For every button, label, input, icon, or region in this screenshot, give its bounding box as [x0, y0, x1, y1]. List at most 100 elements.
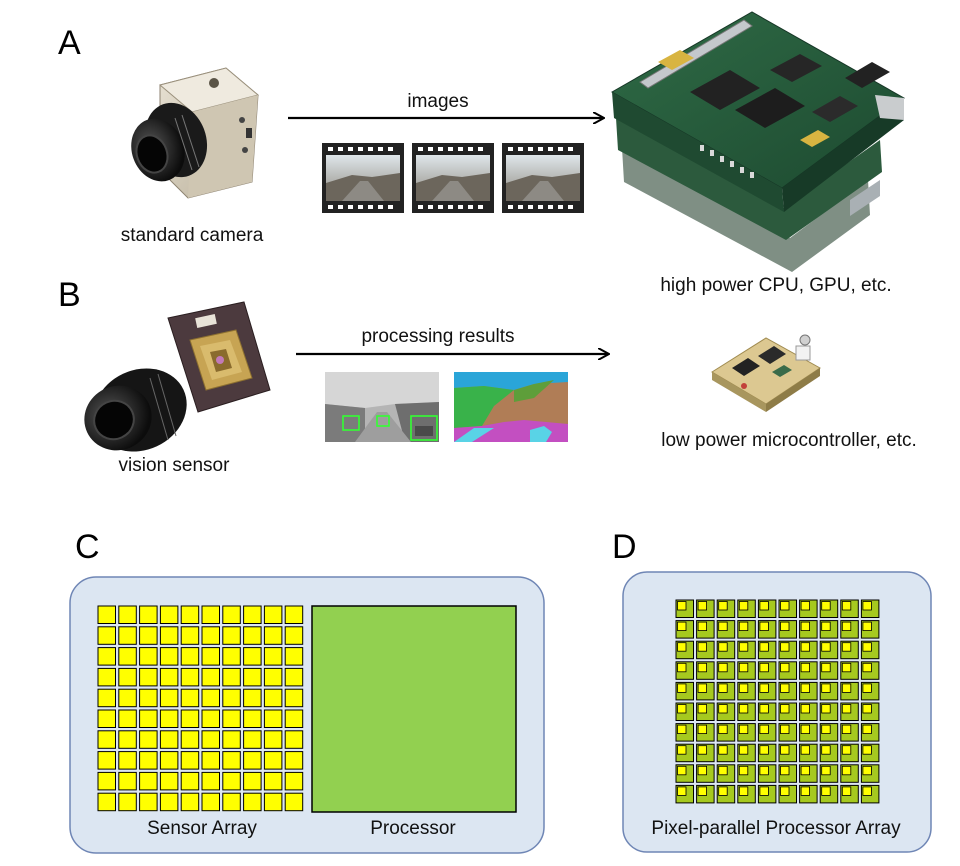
processor-element-cell: [840, 723, 859, 742]
processor-element-cell: [696, 620, 715, 639]
sensor-cell: [284, 688, 304, 708]
processor-element-cell: [757, 661, 777, 680]
processor-element-cell: [860, 784, 880, 804]
processor-element-cell: [737, 599, 756, 618]
sensor-cell: [139, 605, 158, 624]
sensor-cell: [180, 667, 200, 687]
processor-element-cell: [860, 764, 880, 783]
sensor-cell: [263, 605, 283, 624]
sensor-cell: [222, 605, 241, 624]
sensor-cell: [180, 647, 200, 666]
pixel-parallel-processor-grid: [675, 599, 880, 804]
sensor-cell: [263, 647, 283, 666]
sensor-cell: [243, 771, 262, 791]
segmentation-result-image: [454, 372, 568, 442]
processor-element-cell: [840, 640, 859, 660]
processor-element-cell: [675, 702, 694, 721]
sensor-cell: [222, 792, 241, 812]
processor-element-cell: [716, 723, 736, 742]
sensor-cell: [263, 709, 283, 728]
sensor-cell: [139, 771, 158, 791]
sensor-cell: [118, 771, 137, 791]
processor-element-cell: [675, 723, 694, 742]
processor-element-cell: [737, 681, 756, 701]
sensor-cell: [284, 626, 304, 645]
processor-element-cell: [737, 640, 756, 660]
processor-element-cell: [778, 599, 797, 618]
processor-element-cell: [819, 743, 839, 763]
sensor-array-grid: [97, 605, 304, 812]
processor-element-cell: [840, 661, 859, 680]
pixel-parallel-processor-array-label: Pixel-parallel Processor Array: [651, 818, 901, 839]
processor-element-cell: [860, 661, 880, 680]
processor-element-cell: [819, 681, 839, 701]
sensor-cell: [263, 730, 283, 749]
processor-element-cell: [799, 661, 818, 680]
processor-element-cell: [799, 640, 818, 660]
sensor-cell: [139, 626, 158, 645]
sensor-cell: [159, 730, 179, 749]
sensor-cell: [159, 605, 179, 624]
sensor-cell: [97, 667, 116, 687]
sensor-cell: [243, 688, 262, 708]
high-power-cpu-label: high power CPU, GPU, etc.: [660, 275, 892, 296]
processor-element-cell: [860, 640, 880, 660]
sensor-cell: [139, 709, 158, 728]
sensor-cell: [139, 688, 158, 708]
processor-element-cell: [757, 764, 777, 783]
sensor-cell: [97, 771, 116, 791]
sensor-cell: [139, 792, 158, 812]
processor-label: Processor: [370, 818, 456, 839]
processor-element-cell: [860, 681, 880, 701]
detection-result-image: [325, 372, 439, 442]
processor-element-cell: [737, 661, 756, 680]
processor-element-cell: [860, 723, 880, 742]
sensor-cell: [243, 647, 262, 666]
processor-element-cell: [860, 599, 880, 618]
processor-element-cell: [737, 723, 756, 742]
sensor-cell: [201, 688, 220, 708]
sensor-cell: [284, 709, 304, 728]
processor-element-cell: [757, 723, 777, 742]
processor-element-cell: [696, 599, 715, 618]
sensor-cell: [97, 751, 116, 770]
processor-element-cell: [778, 681, 797, 701]
processor-element-cell: [716, 661, 736, 680]
sensor-cell: [118, 667, 137, 687]
processor-element-cell: [778, 743, 797, 763]
sensor-cell: [201, 709, 220, 728]
processor-element-cell: [819, 620, 839, 639]
panel-letter-c: C: [75, 528, 100, 566]
processor-element-cell: [696, 784, 715, 804]
panel-d-background: [622, 571, 932, 853]
panel-letter-d: D: [612, 528, 637, 566]
processor-element-cell: [696, 681, 715, 701]
processor-element-cell: [840, 620, 859, 639]
sensor-cell: [284, 730, 304, 749]
processor-element-cell: [675, 661, 694, 680]
sensor-cell: [97, 709, 116, 728]
processor-element-cell: [840, 743, 859, 763]
processor-element-cell: [819, 599, 839, 618]
processor-element-cell: [799, 599, 818, 618]
sensor-cell: [201, 647, 220, 666]
processor-element-cell: [757, 640, 777, 660]
panel-letter-a: A: [58, 24, 81, 62]
processor-element-cell: [819, 784, 839, 804]
processor-block: [311, 605, 517, 813]
sensor-cell: [159, 688, 179, 708]
processor-element-cell: [799, 764, 818, 783]
sensor-cell: [159, 667, 179, 687]
processor-element-cell: [716, 702, 736, 721]
vision-sensor-label: vision sensor: [118, 455, 230, 476]
processor-element-cell: [840, 599, 859, 618]
processor-element-cell: [757, 681, 777, 701]
processor-element-cell: [675, 784, 694, 804]
processor-element-cell: [840, 681, 859, 701]
sensor-cell: [180, 771, 200, 791]
sensor-cell: [222, 647, 241, 666]
sensor-cell: [97, 730, 116, 749]
sensor-cell: [222, 730, 241, 749]
images-arrow-label: images: [407, 91, 469, 112]
sensor-cell: [139, 751, 158, 770]
